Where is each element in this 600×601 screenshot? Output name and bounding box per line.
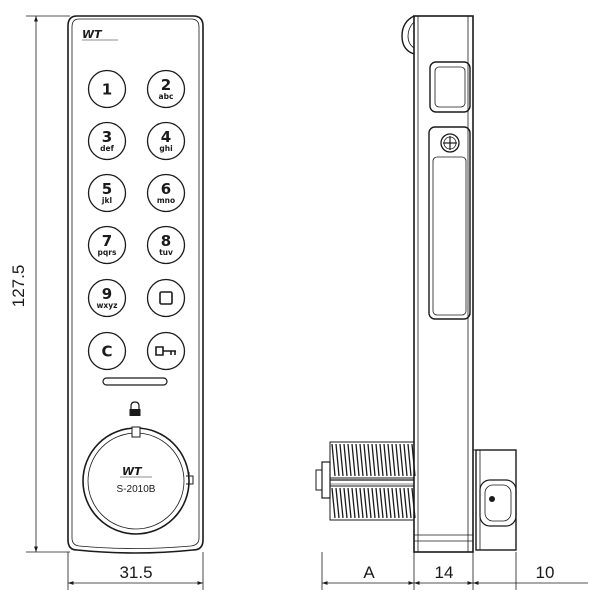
front-body-outline: [67, 15, 204, 554]
key-digit: C: [101, 343, 112, 361]
key-digit: 1: [102, 81, 112, 99]
brand-logo-top: WT: [82, 28, 103, 41]
height-label: 127.5: [9, 265, 28, 308]
status-light-bar: [102, 377, 168, 386]
key-digit: 4: [161, 128, 171, 146]
depth-cam-label: 10: [536, 563, 555, 582]
key-digit: 5: [102, 180, 112, 198]
lock-icon: [129, 401, 141, 416]
key-digit: 6: [161, 180, 171, 198]
key-letters: ghi: [159, 144, 172, 153]
key-letters: pqrs: [98, 248, 117, 257]
bolt-threads: [329, 441, 416, 521]
key-letters: mno: [157, 196, 175, 205]
unlock-indicator: [186, 472, 194, 485]
key-letters: tuv: [159, 248, 173, 257]
width-dimension: 31.5: [67, 552, 204, 590]
model-number: S-2010B: [117, 484, 156, 495]
front-body-inner: [71, 18, 200, 549]
keypad-key[interactable]: 1: [87, 69, 127, 109]
square-icon: [159, 291, 173, 305]
brand-logo-knob: WT: [122, 465, 143, 478]
depth-body-label: 14: [435, 563, 454, 582]
key-digit: 2: [161, 76, 171, 94]
keypad-key[interactable]: [146, 278, 186, 318]
key-letters: jkl: [101, 196, 112, 205]
height-dimension: 127.5: [9, 15, 70, 553]
depth-a-label: A: [363, 563, 375, 582]
rotary-knob: WT S-2010B: [82, 426, 190, 535]
side-view: [315, 15, 517, 553]
screw-icon: [440, 133, 460, 153]
key-letters: wxyz: [96, 301, 117, 310]
cam-bracket: [473, 449, 517, 551]
threaded-bolt: [315, 441, 416, 521]
key-digit: 9: [102, 285, 112, 303]
key-digit: 3: [102, 128, 112, 146]
key-digit: 8: [161, 232, 171, 250]
keypad-key[interactable]: [146, 331, 186, 371]
battery-cover: [428, 126, 471, 320]
side-window-top: [429, 61, 471, 113]
side-body: [413, 15, 474, 553]
key-digit: 7: [102, 232, 112, 250]
key-icon: [155, 346, 176, 356]
key-letters: abc: [159, 92, 174, 101]
width-label: 31.5: [119, 563, 152, 582]
top-clip: [401, 15, 415, 55]
side-dimensions: A 14 10: [321, 552, 588, 590]
key-letters: def: [100, 144, 114, 153]
keypad-key[interactable]: C: [87, 331, 127, 371]
